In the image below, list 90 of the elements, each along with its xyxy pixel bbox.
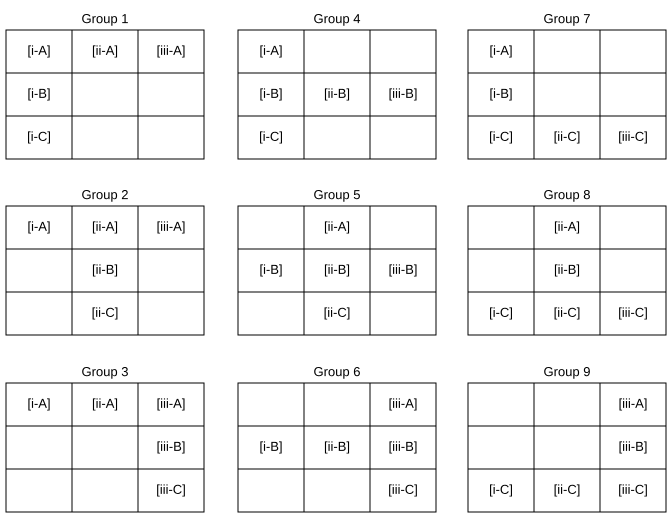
table-cell: [i-B] bbox=[468, 72, 534, 116]
table-cell bbox=[72, 72, 138, 116]
table-cell: [i-A] bbox=[6, 30, 72, 74]
table-cell bbox=[534, 426, 600, 470]
table-cell bbox=[138, 116, 204, 160]
table-cell: [ii-A] bbox=[72, 382, 138, 426]
table-cell bbox=[600, 30, 666, 74]
table-cell bbox=[304, 382, 370, 426]
group-title: Group 7 bbox=[544, 14, 590, 26]
table-cell: [i-C] bbox=[468, 292, 534, 336]
table-cell: [iii-C] bbox=[138, 468, 204, 512]
table-cell bbox=[534, 382, 600, 426]
table-cell bbox=[600, 206, 666, 250]
table-cell bbox=[304, 30, 370, 74]
table-cell: [ii-C] bbox=[534, 468, 600, 512]
table-cell: [ii-A] bbox=[534, 206, 600, 250]
table-cell: [ii-B] bbox=[72, 248, 138, 292]
table-cell: [i-A] bbox=[468, 30, 534, 74]
table-cell bbox=[6, 248, 72, 292]
table-cell: [i-A] bbox=[6, 382, 72, 426]
table-cell: [iii-C] bbox=[600, 468, 666, 512]
table-cell bbox=[468, 382, 534, 426]
table-cell: [i-B] bbox=[238, 248, 304, 292]
table-cell: [iii-C] bbox=[600, 116, 666, 160]
table-cell bbox=[6, 426, 72, 470]
table-cell bbox=[468, 426, 534, 470]
table-cell bbox=[304, 468, 370, 512]
group-title: Group 5 bbox=[314, 190, 360, 202]
table-cell bbox=[468, 206, 534, 250]
table-cell: [i-C] bbox=[468, 468, 534, 512]
table-cell: [i-C] bbox=[6, 116, 72, 160]
table-cell: [iii-B] bbox=[370, 248, 436, 292]
table-cell: [ii-A] bbox=[72, 30, 138, 74]
table-cell: [ii-C] bbox=[534, 292, 600, 336]
table-cell: [i-C] bbox=[238, 116, 304, 160]
table-cell bbox=[72, 468, 138, 512]
table-cell bbox=[72, 116, 138, 160]
table-cell bbox=[138, 292, 204, 336]
table-cell bbox=[238, 382, 304, 426]
table-cell bbox=[238, 468, 304, 512]
table-cell bbox=[600, 72, 666, 116]
table-cell: [iii-A] bbox=[600, 382, 666, 426]
table-cell: [iii-B] bbox=[600, 426, 666, 470]
table-cell bbox=[534, 72, 600, 116]
table-cell bbox=[72, 426, 138, 470]
table-cell bbox=[6, 468, 72, 512]
table-cell: [i-B] bbox=[238, 426, 304, 470]
table-cell: [ii-B] bbox=[304, 72, 370, 116]
table-cell: [iii-A] bbox=[138, 382, 204, 426]
table-cell bbox=[468, 248, 534, 292]
group-title: Group 1 bbox=[82, 14, 128, 26]
table-cell: [ii-A] bbox=[304, 206, 370, 250]
table-cell: [iii-C] bbox=[600, 292, 666, 336]
table-cell: [iii-A] bbox=[138, 206, 204, 250]
table-cell bbox=[238, 292, 304, 336]
table-cell: [iii-B] bbox=[370, 426, 436, 470]
table-cell bbox=[370, 30, 436, 74]
table-cell: [iii-A] bbox=[370, 382, 436, 426]
table-cell bbox=[370, 116, 436, 160]
table-cell: [ii-C] bbox=[304, 292, 370, 336]
table-cell bbox=[370, 206, 436, 250]
table-cell: [ii-B] bbox=[534, 248, 600, 292]
table-cell: [iii-A] bbox=[138, 30, 204, 74]
table-cell: [iii-B] bbox=[138, 426, 204, 470]
group-title: Group 6 bbox=[314, 367, 360, 379]
group-title: Group 8 bbox=[544, 190, 590, 202]
table-cell: [i-B] bbox=[238, 72, 304, 116]
table-cell: [iii-B] bbox=[370, 72, 436, 116]
table-cell: [ii-A] bbox=[72, 206, 138, 250]
group-title: Group 3 bbox=[82, 367, 128, 379]
group-title: Group 9 bbox=[544, 367, 590, 379]
table-cell: [ii-B] bbox=[304, 248, 370, 292]
table-cell: [ii-B] bbox=[304, 426, 370, 470]
group-title: Group 4 bbox=[314, 14, 360, 26]
table-cell: [i-A] bbox=[6, 206, 72, 250]
table-cell: [ii-C] bbox=[72, 292, 138, 336]
table-cell bbox=[370, 292, 436, 336]
table-cell bbox=[534, 30, 600, 74]
table-cell bbox=[600, 248, 666, 292]
table-cell: [iii-C] bbox=[370, 468, 436, 512]
table-cell bbox=[138, 72, 204, 116]
table-cell: [i-C] bbox=[468, 116, 534, 160]
table-cell bbox=[238, 206, 304, 250]
table-cell: [ii-C] bbox=[534, 116, 600, 160]
table-cell bbox=[138, 248, 204, 292]
table-cell bbox=[304, 116, 370, 160]
table-cell bbox=[6, 292, 72, 336]
table-cell: [i-B] bbox=[6, 72, 72, 116]
table-cell: [i-A] bbox=[238, 30, 304, 74]
group-title: Group 2 bbox=[82, 190, 128, 202]
